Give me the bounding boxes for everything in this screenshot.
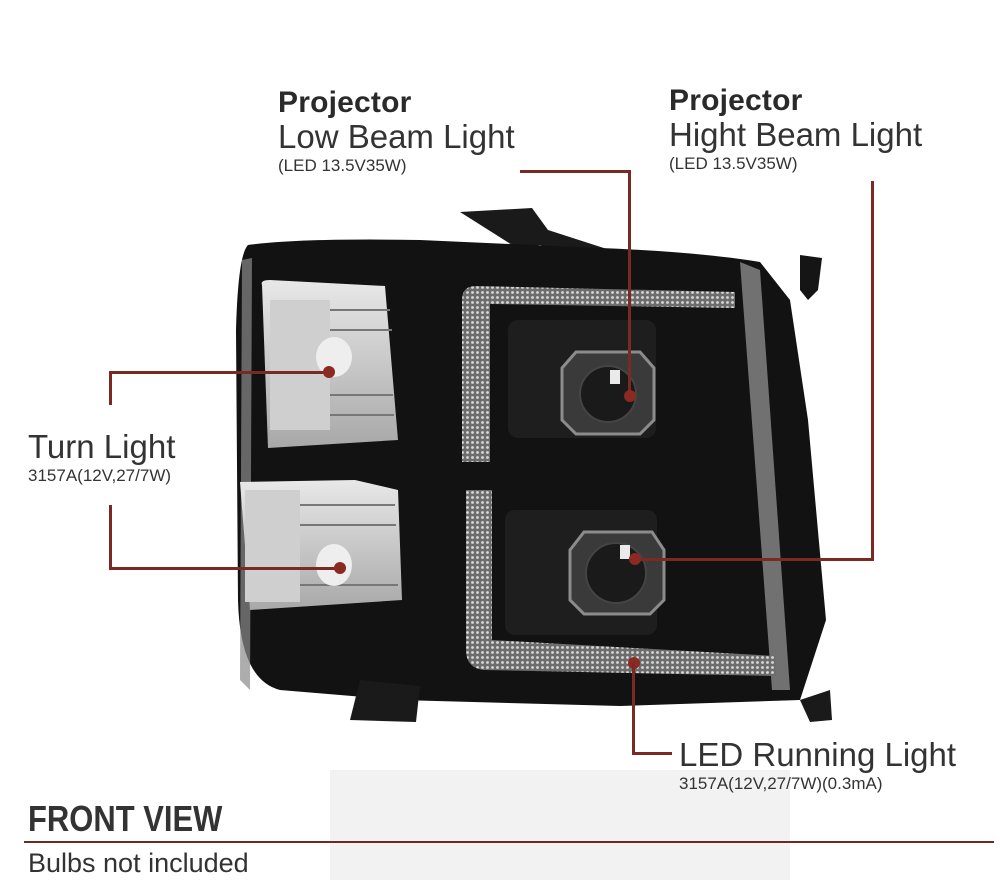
turn-light-spec: 3157A(12V,27/7W) xyxy=(28,466,172,485)
turn-upper-marker xyxy=(323,366,335,378)
turn-leader-bottom-h xyxy=(109,567,340,570)
running-leader-h xyxy=(632,752,672,755)
front-view-title: FRONT VIEW xyxy=(28,798,223,839)
high-beam-title: Projector xyxy=(669,84,803,117)
turn-leader-bottom-v xyxy=(109,505,112,569)
low-beam-marker xyxy=(624,390,636,402)
turn-lower-marker xyxy=(334,562,346,574)
high-beam-spec: (LED 13.5V35W) xyxy=(669,154,798,173)
high-beam-leader-v xyxy=(871,181,874,561)
turn-light-name: Turn Light xyxy=(28,428,176,465)
low-beam-callout: Projector Low Beam Light (LED 13.5V35W) xyxy=(278,86,515,176)
divider xyxy=(24,841,994,843)
running-light-spec: 3157A(12V,27/7W)(0.3mA) xyxy=(679,774,883,793)
bulbs-note: Bulbs not included xyxy=(28,848,249,878)
turn-leader-top-v xyxy=(109,371,112,405)
low-beam-name: Low Beam Light xyxy=(278,118,515,155)
running-light-callout: LED Running Light 3157A(12V,27/7W)(0.3mA… xyxy=(679,736,956,794)
low-beam-leader-v xyxy=(628,170,631,396)
high-beam-marker xyxy=(629,553,641,565)
running-leader-v xyxy=(632,663,635,755)
running-light-name: LED Running Light xyxy=(679,736,957,773)
high-beam-leader-h xyxy=(634,558,874,561)
low-beam-spec: (LED 13.5V35W) xyxy=(278,156,407,175)
low-beam-leader-h xyxy=(520,170,630,173)
turn-light-callout: Turn Light 3157A(12V,27/7W) xyxy=(28,428,175,486)
high-beam-callout: Projector Hight Beam Light (LED 13.5V35W… xyxy=(669,84,922,174)
high-beam-name: Hight Beam Light xyxy=(669,116,923,153)
low-beam-title: Projector xyxy=(278,86,412,119)
turn-leader-top-h xyxy=(109,371,330,374)
